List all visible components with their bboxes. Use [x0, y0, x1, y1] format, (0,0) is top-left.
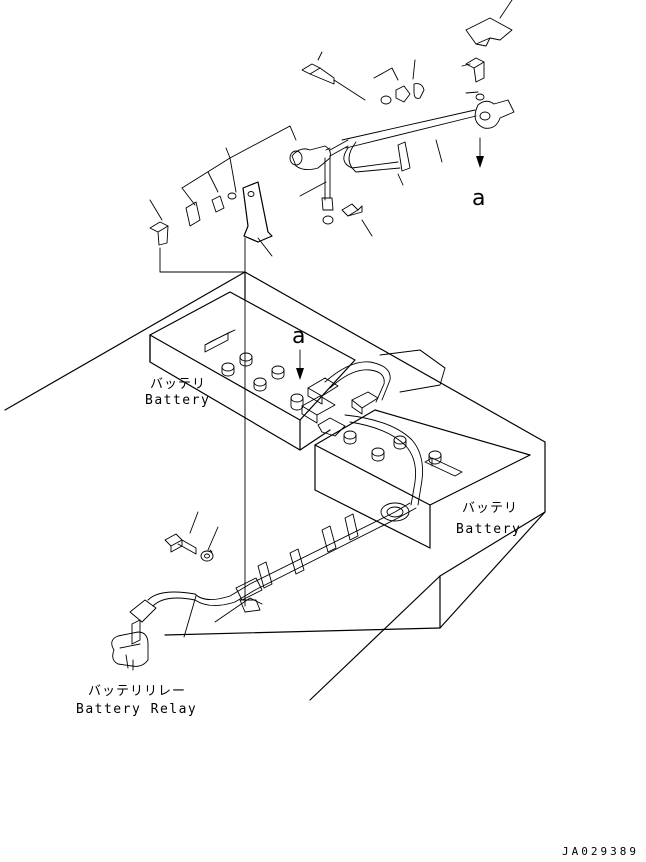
- upper-assembly: [149, 0, 515, 273]
- battery-left-label-jp: バッテリ: [150, 377, 206, 392]
- view-label-mid: a: [292, 324, 305, 349]
- view-arrow-mid: a: [292, 324, 305, 380]
- view-label-top: a: [472, 186, 485, 211]
- relay-bolt-washer: [164, 511, 219, 638]
- battery-box: [4, 271, 546, 701]
- relay-label-en: Battery Relay: [76, 702, 197, 717]
- battery-right-label-en: Battery: [456, 522, 521, 537]
- view-arrow-top: a: [472, 137, 485, 211]
- battery-link-cable: [301, 361, 391, 437]
- battery-left: [149, 291, 356, 451]
- battery-right: [314, 409, 531, 549]
- main-cable: [147, 414, 423, 623]
- drawing-code: JA029389: [562, 845, 639, 857]
- battery-right-label-jp: バッテリ: [462, 501, 518, 516]
- relay-label-jp: バッテリリレー: [88, 684, 186, 699]
- battery-left-label-en: Battery: [145, 393, 210, 408]
- battery-relay: [111, 599, 157, 671]
